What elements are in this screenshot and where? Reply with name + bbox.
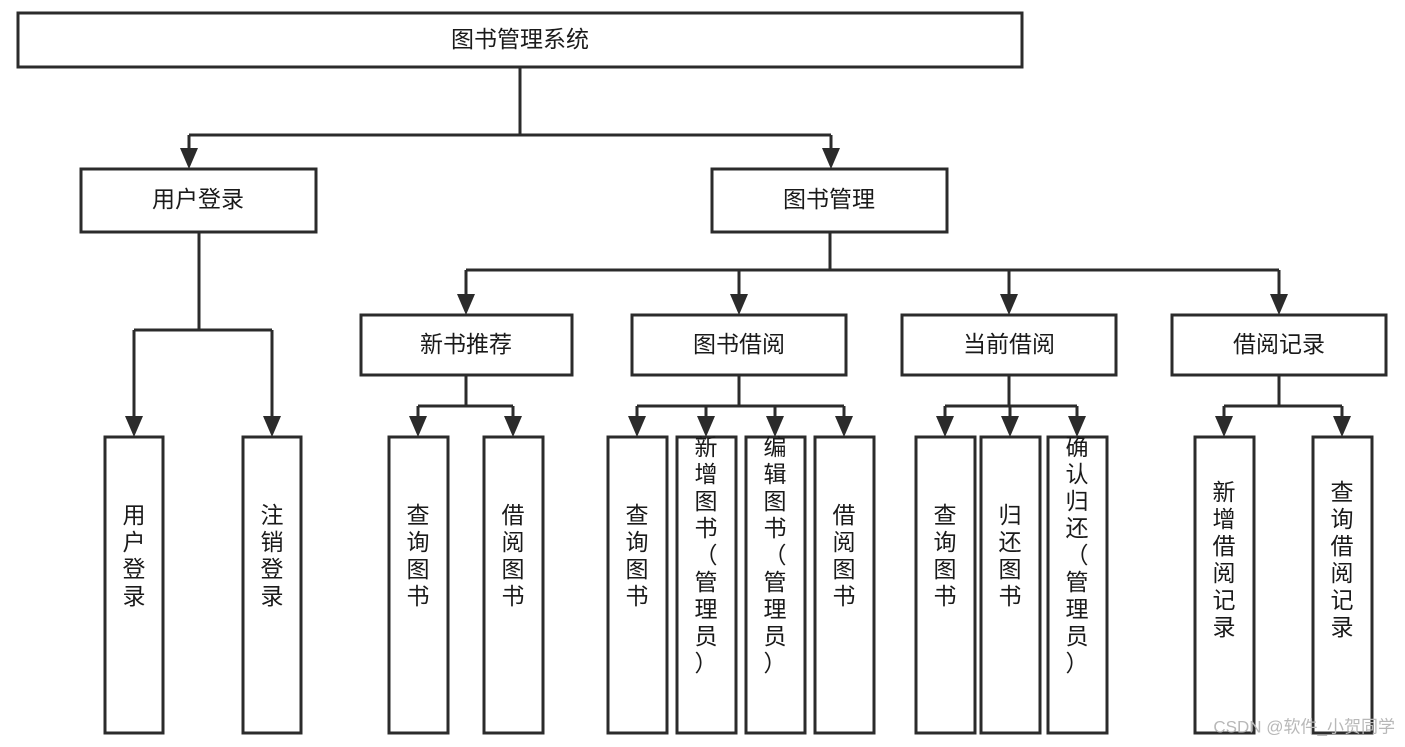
node-borrow-record-box[interactable] [1170, 313, 1388, 377]
connector-layer [125, 67, 1351, 437]
node-new-book-recommend-box[interactable] [359, 313, 574, 377]
leaf-book-borrow-4-label: 借阅图书 [833, 502, 856, 609]
arrow-new-book-leaf-2 [504, 416, 522, 437]
node-current-borrow[interactable]: 当前借阅 [900, 313, 1118, 377]
node-book-manage-box[interactable] [710, 167, 949, 234]
arrow-borrow-record-leaf-2 [1333, 416, 1351, 437]
leaf-current-borrow-1[interactable]: 查询图书 [914, 435, 977, 735]
leaf-new-book-1[interactable]: 查询图书 [387, 435, 450, 735]
leaf-new-book-1-label: 查询图书 [407, 502, 430, 609]
node-root-box[interactable] [16, 11, 1024, 69]
leaf-user-login-2[interactable]: 注销登录 [241, 435, 303, 735]
leaf-new-book-1-box[interactable] [387, 435, 450, 735]
leaf-user-login-1-box[interactable] [103, 435, 165, 735]
arrow-book-borrow-leaf-3 [766, 416, 784, 437]
leaf-book-borrow-3-box[interactable] [744, 435, 807, 735]
leaf-book-borrow-1[interactable]: 查询图书 [606, 435, 669, 735]
leaf-current-borrow-3-label: 确认归还（管理员） [1066, 434, 1089, 676]
leaf-borrow-record-1[interactable]: 新增借阅记录 [1193, 435, 1256, 735]
node-new-book-recommend-label: 新书推荐 [420, 331, 512, 357]
leaf-user-login-2-label: 注销登录 [261, 502, 284, 609]
leaf-book-borrow-2-label: 新增图书（管理员） [695, 434, 718, 676]
arrow-borrow-record-leaf-1 [1215, 416, 1233, 437]
arrow-new-book-leaf-1 [409, 416, 427, 437]
arrow-to-book-manage [822, 148, 840, 169]
leaf-current-borrow-1-label: 查询图书 [934, 502, 957, 609]
leaf-book-borrow-1-box[interactable] [606, 435, 669, 735]
leaf-current-borrow-2-label: 归还图书 [999, 502, 1022, 609]
leaf-user-login-2-box[interactable] [241, 435, 303, 735]
arrow-book-borrow-leaf-2 [697, 416, 715, 437]
arrow-user-login-leaf-1 [125, 416, 143, 437]
leaf-current-borrow-2-box[interactable] [979, 435, 1042, 735]
leaf-borrow-record-2-box[interactable] [1311, 435, 1374, 735]
leaf-borrow-record-2-label: 查询借阅记录 [1331, 479, 1354, 640]
node-current-borrow-label: 当前借阅 [963, 331, 1055, 357]
arrow-current-borrow-leaf-3 [1068, 416, 1086, 437]
leaf-current-borrow-3-box[interactable] [1046, 435, 1109, 735]
leaf-book-borrow-3-label: 编辑图书（管理员） [764, 434, 787, 676]
node-book-borrow-label: 图书借阅 [693, 331, 785, 357]
leaf-borrow-record-1-box[interactable] [1193, 435, 1256, 735]
arrow-to-book-borrow [730, 294, 748, 315]
node-book-borrow[interactable]: 图书借阅 [630, 313, 848, 377]
node-root[interactable]: 图书管理系统 [16, 11, 1024, 69]
leaf-book-borrow-3[interactable]: 编辑图书（管理员） [744, 434, 807, 735]
node-borrow-record[interactable]: 借阅记录 [1170, 313, 1388, 377]
csdn-watermark: CSDN @软件_小贺同学 [1213, 717, 1395, 736]
node-book-manage-label: 图书管理 [783, 186, 875, 212]
node-user-login-label: 用户登录 [152, 186, 244, 212]
node-user-login[interactable]: 用户登录 [79, 167, 318, 234]
leaf-new-book-2[interactable]: 借阅图书 [482, 435, 545, 735]
node-borrow-record-label: 借阅记录 [1233, 331, 1325, 357]
leaf-borrow-record-1-label: 新增借阅记录 [1213, 479, 1236, 640]
arrow-book-borrow-leaf-1 [628, 416, 646, 437]
leaf-user-login-1[interactable]: 用户登录 [103, 435, 165, 735]
leaf-current-borrow-2[interactable]: 归还图书 [979, 435, 1042, 735]
leaf-book-borrow-4[interactable]: 借阅图书 [813, 435, 876, 735]
leaf-user-login-1-label: 用户登录 [123, 502, 146, 609]
leaf-book-borrow-2-box[interactable] [675, 435, 738, 735]
leaf-borrow-record-2[interactable]: 查询借阅记录 [1311, 435, 1374, 735]
arrow-current-borrow-leaf-2 [1001, 416, 1019, 437]
node-current-borrow-box[interactable] [900, 313, 1118, 377]
arrow-to-user-login [180, 148, 198, 169]
leaf-new-book-2-label: 借阅图书 [502, 502, 525, 609]
node-book-manage[interactable]: 图书管理 [710, 167, 949, 234]
leaf-current-borrow-3[interactable]: 确认归还（管理员） [1046, 434, 1109, 735]
node-new-book-recommend[interactable]: 新书推荐 [359, 313, 574, 377]
arrow-user-login-leaf-2 [263, 416, 281, 437]
node-user-login-box[interactable] [79, 167, 318, 234]
leaf-current-borrow-1-box[interactable] [914, 435, 977, 735]
node-root-label: 图书管理系统 [451, 26, 589, 52]
leaf-book-borrow-1-label: 查询图书 [626, 502, 649, 609]
arrow-to-borrow-record [1270, 294, 1288, 315]
leaf-book-borrow-2[interactable]: 新增图书（管理员） [675, 434, 738, 735]
arrow-to-new-book [457, 294, 475, 315]
arrow-book-borrow-leaf-4 [835, 416, 853, 437]
leaf-new-book-2-box[interactable] [482, 435, 545, 735]
node-book-borrow-box[interactable] [630, 313, 848, 377]
arrow-current-borrow-leaf-1 [936, 416, 954, 437]
arrow-to-current-borrow [1000, 294, 1018, 315]
leaf-book-borrow-4-box[interactable] [813, 435, 876, 735]
